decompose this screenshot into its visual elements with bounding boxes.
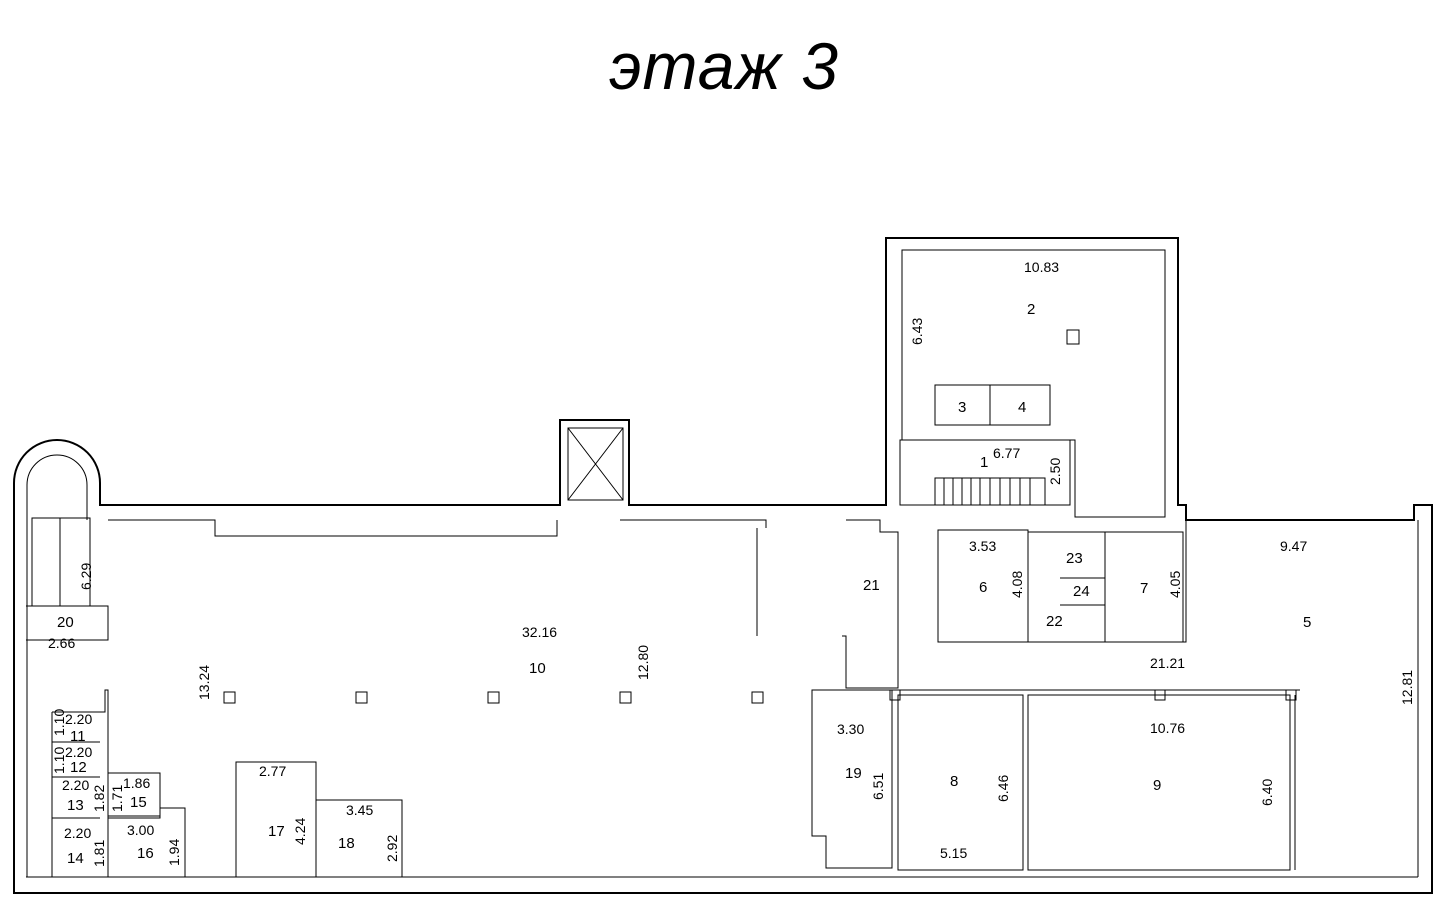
floor-title: этаж 3 xyxy=(609,29,839,103)
room-19-dimension: 3.30 xyxy=(837,721,864,737)
room-5-dimension: 12.81 xyxy=(1399,670,1415,705)
room-11-dimension: 2.20 xyxy=(65,711,92,727)
room-14-number: 14 xyxy=(67,850,84,867)
room-11-dimension: 1.10 xyxy=(51,709,67,736)
room-19-number: 19 xyxy=(845,765,862,782)
room-8-dimension: 6.46 xyxy=(995,775,1011,802)
room-20-dimension: 2.66 xyxy=(48,635,75,651)
room-5-number: 5 xyxy=(1303,614,1311,631)
room-15-number: 15 xyxy=(130,794,147,811)
room-14-dimension: 2.20 xyxy=(64,825,91,841)
room-1-number: 1 xyxy=(980,454,988,471)
room-16-dimension: 1.94 xyxy=(166,839,182,866)
room-2-dimension: 6.43 xyxy=(909,318,925,345)
room-4-number: 4 xyxy=(1018,399,1026,416)
room-9-dimension: 6.40 xyxy=(1259,779,1275,806)
room-8-dimension: 5.15 xyxy=(940,845,967,861)
room-6-dimension: 3.53 xyxy=(969,538,996,554)
room-12-dimension: 1.10 xyxy=(51,747,67,774)
room-14-dimension: 1.81 xyxy=(91,840,107,867)
room-17-dimension: 4.24 xyxy=(292,818,308,845)
room-1-dimension: 6.77 xyxy=(993,445,1020,461)
room-17-number: 17 xyxy=(268,823,285,840)
room-6-number: 6 xyxy=(979,579,987,596)
room-22-number: 22 xyxy=(1046,613,1063,630)
room-21-number: 21 xyxy=(863,577,880,594)
room-5-dimension: 9.47 xyxy=(1280,538,1307,554)
room-7-number: 7 xyxy=(1140,580,1148,597)
room-13-dimension: 1.82 xyxy=(91,785,107,812)
room-11-number: 11 xyxy=(70,728,86,745)
room-18-dimension: 3.45 xyxy=(346,802,373,818)
room-7-dimension: 4.05 xyxy=(1167,571,1183,598)
room-19-dimension: 6.51 xyxy=(870,773,886,800)
corridor-dimension: 21.21 xyxy=(1150,655,1185,671)
room-17-dimension: 2.77 xyxy=(259,763,286,779)
room-9-number: 9 xyxy=(1153,777,1161,794)
room-10-dimension: 12.80 xyxy=(635,645,651,680)
room-18-dimension: 2.92 xyxy=(384,835,400,862)
room-20-number: 20 xyxy=(57,614,74,631)
room-15-dimension: 1.71 xyxy=(109,785,125,812)
room-13-number: 13 xyxy=(67,797,84,814)
room-13-dimension: 2.20 xyxy=(62,777,89,793)
room-6-dimension: 4.08 xyxy=(1009,571,1025,598)
room-18-number: 18 xyxy=(338,835,355,852)
room-16-number: 16 xyxy=(137,845,154,862)
room-15-dimension: 1.86 xyxy=(123,775,150,791)
room-labels: 1 6.77 2.50 2 10.83 6.43 3 4 5 9.47 12.8… xyxy=(48,259,1415,867)
room-10-dimension: 13.24 xyxy=(196,665,212,700)
room-3-number: 3 xyxy=(958,399,966,416)
room-2-number: 2 xyxy=(1027,301,1035,318)
room-1-dimension: 2.50 xyxy=(1047,458,1063,485)
room-12-dimension: 2.20 xyxy=(65,744,92,760)
room-20-dimension: 6.29 xyxy=(78,563,94,590)
room-9-dimension: 10.76 xyxy=(1150,720,1185,736)
walls xyxy=(13,237,1433,894)
room-10-number: 10 xyxy=(529,660,546,677)
room-23-number: 23 xyxy=(1066,550,1083,567)
room-8-number: 8 xyxy=(950,773,958,790)
room-2-dimension: 10.83 xyxy=(1024,259,1059,275)
room-12-number: 12 xyxy=(70,759,87,776)
room-10-dimension: 32.16 xyxy=(522,624,557,640)
room-16-dimension: 3.00 xyxy=(127,822,154,838)
room-24-number: 24 xyxy=(1073,583,1090,600)
